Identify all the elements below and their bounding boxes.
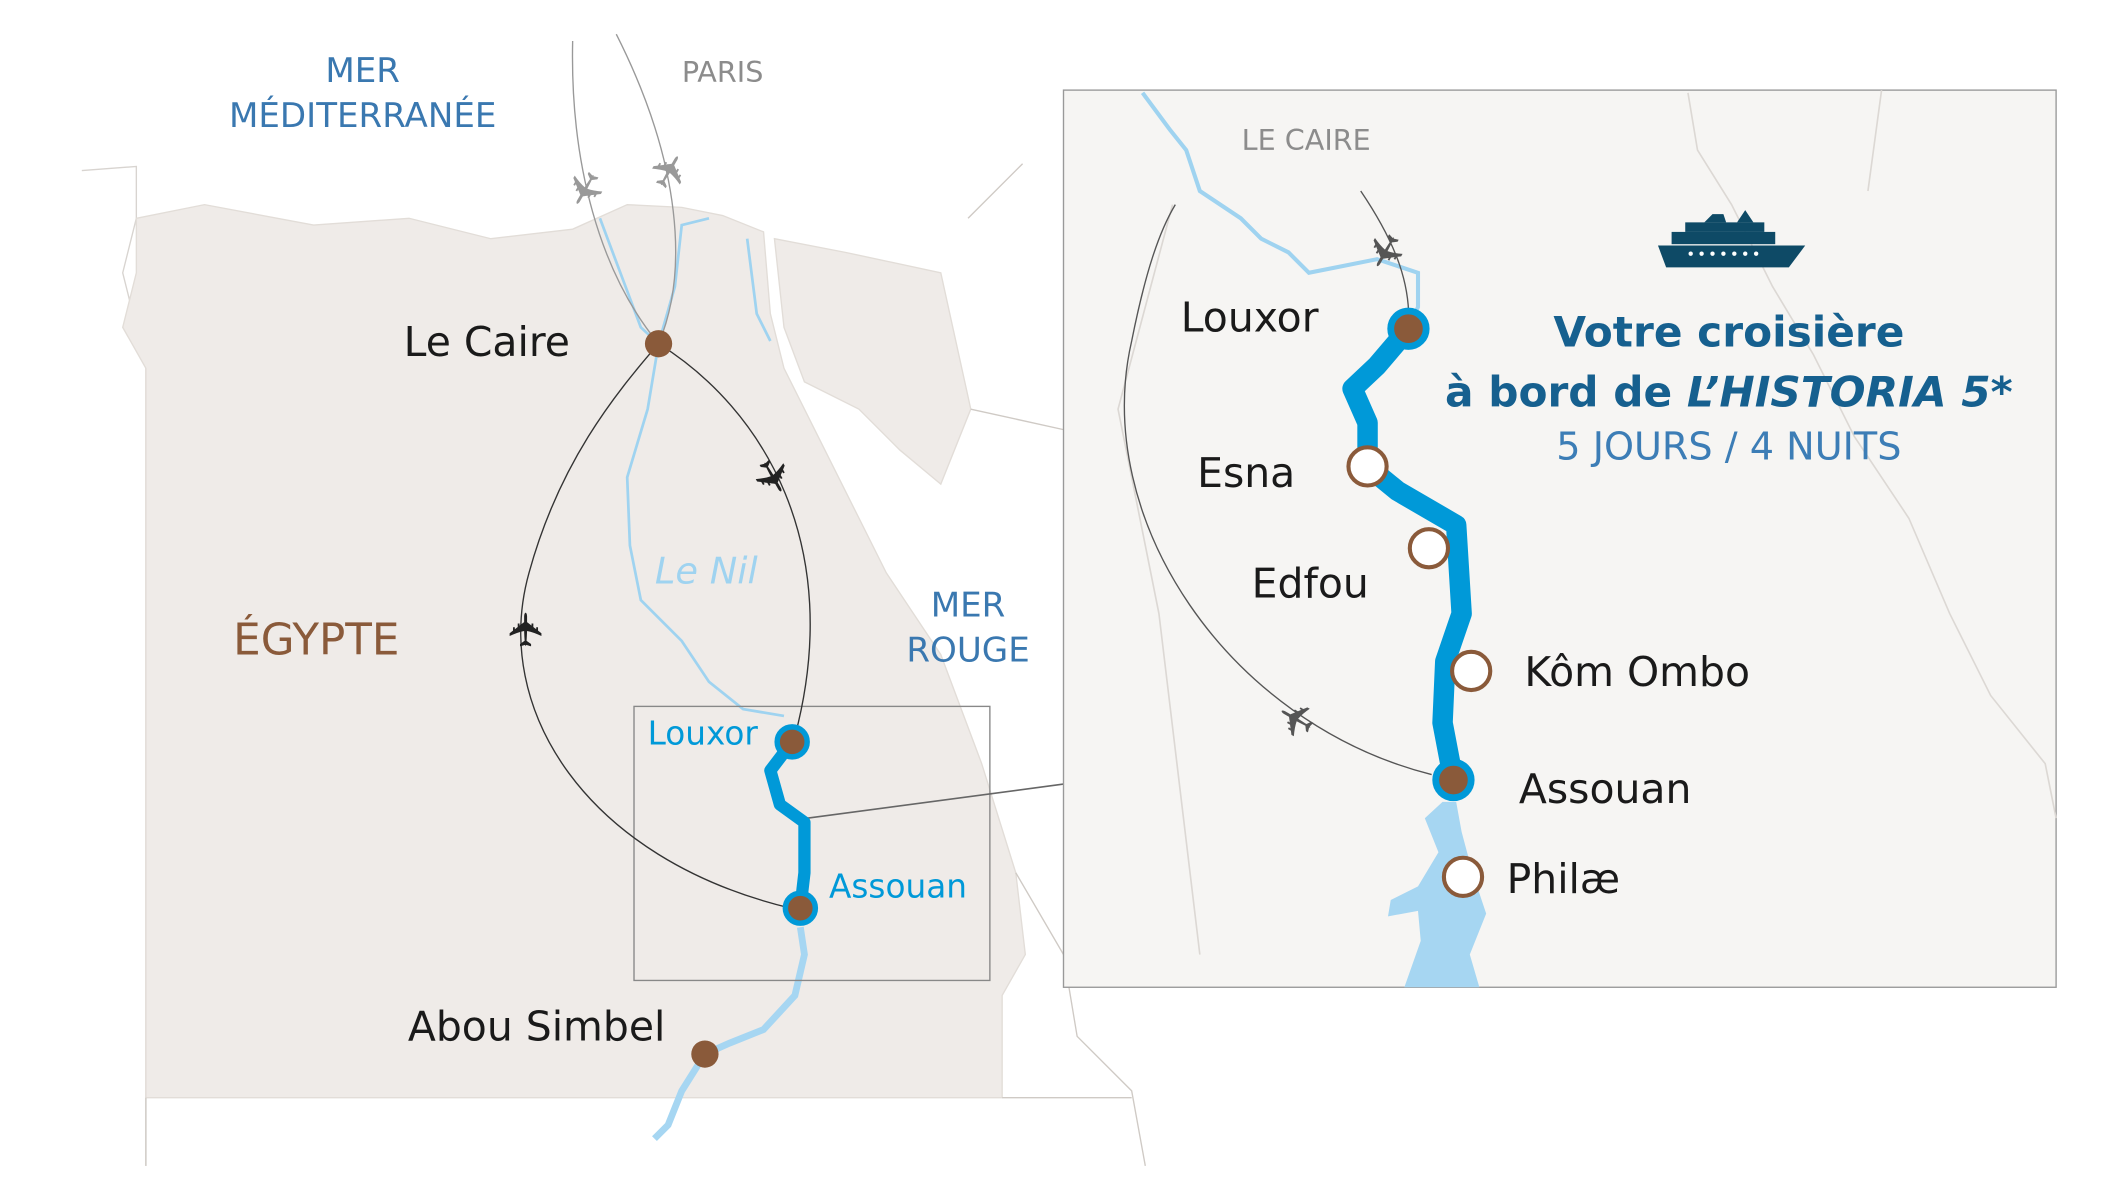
lake-nasser: [652, 926, 808, 1142]
inset-flight-departure: [1123, 204, 1432, 776]
inset-lake: [1388, 801, 1487, 988]
zoom-area-frame: [633, 705, 991, 982]
cruise-title-prefix: à bord de: [1445, 367, 1687, 416]
river-label: Le Nil: [655, 550, 759, 593]
flight-paris-2: [615, 33, 677, 344]
flight-cairo-luxor: [658, 343, 811, 737]
inset-origin-label: LE CAIRE: [1242, 123, 1371, 157]
stop-label-assouan: Assouan: [1519, 765, 1692, 813]
inset-cruise-route: [1342, 318, 1472, 791]
city-dot-luxor: [774, 724, 810, 760]
origin-label-paris: PARIS: [682, 55, 764, 89]
sea-label-red-2: ROUGE: [906, 630, 1029, 670]
cruise-title-line2: à bord de L’HISTORIA 5*: [1445, 367, 2013, 416]
inset-nile-north: [1140, 91, 1421, 330]
ship-name: L’HISTORIA 5*: [1687, 367, 2013, 416]
flight-paris-1: [571, 41, 660, 345]
cruise-duration: 5 JOURS / 4 NUITS: [1556, 426, 1901, 470]
nile-river: [598, 216, 785, 718]
city-dot-cairo: [644, 330, 673, 358]
inset-coast: [1117, 90, 2057, 955]
stop-label-philae: Philæ: [1507, 855, 1620, 903]
stop-label-louxor: Louxor: [1181, 293, 1319, 341]
city-label-aswan: Assouan: [829, 867, 967, 905]
stop-dot-assouan: [1432, 758, 1475, 802]
plane-icon: ✈: [637, 141, 703, 202]
cruise-title-line1: Votre croisière: [1553, 307, 1904, 356]
border-lines: [145, 163, 1146, 1167]
plane-icon: ✈: [551, 158, 617, 219]
stop-dot-kom-ombo: [1450, 649, 1493, 693]
stop-dot-esna: [1346, 445, 1389, 488]
city-dot-abu-simbel: [691, 1040, 719, 1068]
cruise-route: [764, 738, 811, 909]
city-label-abu-simbel: Abou Simbel: [408, 1002, 665, 1050]
sea-label-med-1: MER: [325, 51, 400, 91]
stop-dot-edfou: [1407, 527, 1451, 570]
stop-dot-louxor: [1387, 307, 1430, 350]
city-label-luxor: Louxor: [648, 715, 759, 753]
stop-label-kom-ombo: Kôm Ombo: [1524, 648, 1750, 696]
main-map: ✈ ✈ ✈ ✈ MER MÉDITERRANÉE PARIS MER ROUGE…: [81, 33, 1146, 1167]
cruise-ship-icon: [1657, 210, 1806, 268]
city-label-cairo: Le Caire: [404, 318, 570, 366]
flight-aswan-cairo: [520, 343, 791, 909]
sea-label-red-1: MER: [931, 585, 1006, 625]
stop-label-edfou: Edfou: [1252, 559, 1369, 607]
sinai: [773, 237, 972, 486]
city-dot-aswan: [782, 890, 819, 926]
inset-map: ✈ ✈ LE CAIRE Louxor Esna Edfou Kôm Ombo …: [1062, 89, 2057, 988]
country-label: ÉGYPTE: [233, 613, 399, 666]
stop-dot-philae: [1441, 855, 1485, 898]
plane-icon: ✈: [500, 610, 554, 649]
zoom-connector: [807, 783, 1064, 820]
sea-label-med-2: MÉDITERRANÉE: [229, 95, 496, 136]
inset-frame: [1062, 89, 2057, 988]
stop-label-esna: Esna: [1197, 449, 1295, 497]
